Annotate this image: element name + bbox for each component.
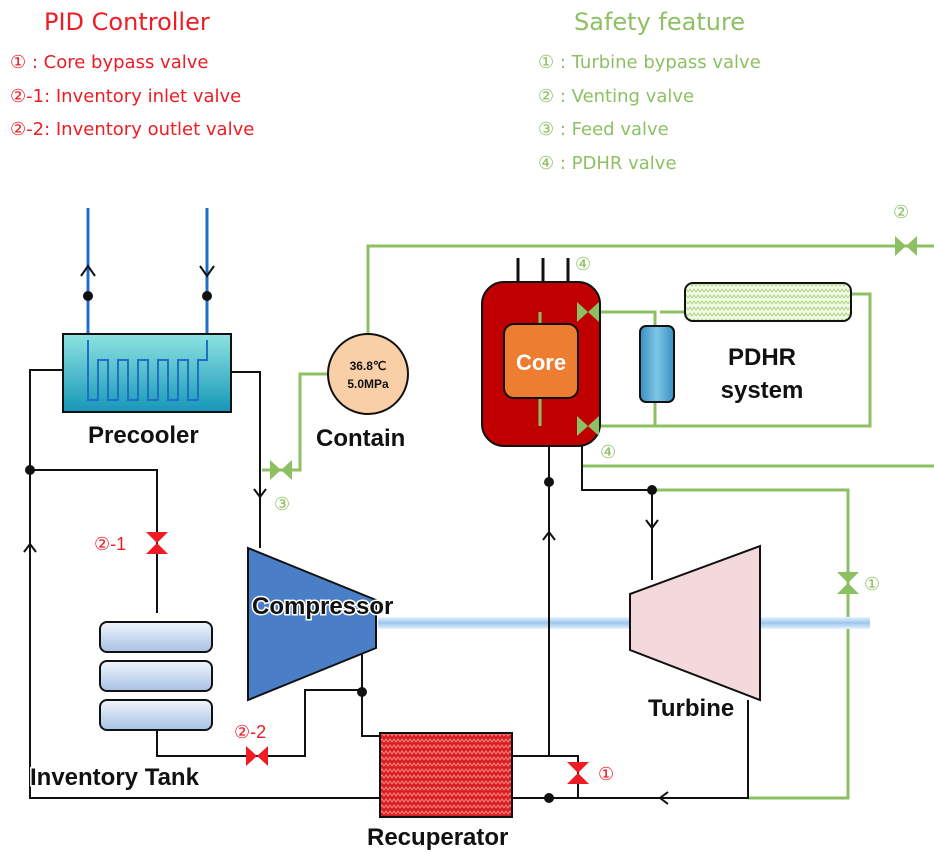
contain-label: Contain [316,425,405,452]
pid-legend-item: ②-1: Inventory inlet valve [10,86,241,107]
precooler: Precooler [62,208,232,451]
recuperator: Recuperator [366,732,513,852]
compressor-label: Compressor [252,593,393,620]
safety-legend-item: ① : Turbine bypass valve [538,52,761,73]
contain-temperature: 36.8℃ [350,359,387,373]
inventory-tank: Inventory Tank [29,621,213,793]
pdhr-valve-bottom[interactable]: ④ [577,416,616,462]
pdhr-label-line1: PDHR [728,344,796,371]
pdhr-valve-top[interactable]: ④ [575,254,599,322]
feed-valve[interactable]: ③ [270,460,292,514]
containment: 36.8℃ 5.0MPa Contain [315,333,409,454]
turbine-label: Turbine [648,695,734,722]
turbine: Turbine [629,544,761,724]
svg-text:②-1: ②-1 [94,534,126,554]
inventory-outlet-valve[interactable]: ②-2 [234,722,268,766]
svg-text:②-2: ②-2 [234,722,266,742]
reactor-core: Core [481,258,601,447]
contain-pressure: 5.0MPa [347,377,389,391]
core-bypass-valve[interactable]: ① [567,762,614,784]
svg-text:④: ④ [600,442,616,462]
pid-controller-legend: PID Controller ① : Core bypass valve ②-1… [10,8,254,140]
safety-legend-item: ④ : PDHR valve [538,153,677,174]
precooler-label: Precooler [88,422,199,449]
pdhr-label-line2: system [721,377,804,404]
pid-legend-title: PID Controller [44,8,210,36]
svg-text:①: ① [864,574,880,594]
recuperator-label: Recuperator [367,824,508,851]
compressor: Compressor [247,546,395,702]
svg-text:①: ① [598,764,614,784]
safety-legend-title: Safety feature [574,8,745,36]
inventory-inlet-valve[interactable]: ②-1 [94,532,168,554]
safety-feature-legend: Safety feature ① : Turbine bypass valve … [538,8,761,174]
pdhr-system: PDHR system [639,282,852,406]
inventory-tank-label: Inventory Tank [30,764,200,791]
safety-legend-item: ③ : Feed valve [538,119,669,140]
svg-text:④: ④ [575,254,591,274]
shaft [378,617,870,629]
svg-text:②: ② [893,202,909,222]
venting-valve[interactable]: ② [893,202,917,256]
safety-legend-item: ② : Venting valve [538,86,694,107]
pid-legend-item: ②-2: Inventory outlet valve [10,119,254,140]
svg-text:③: ③ [274,494,290,514]
turbine-bypass-valve[interactable]: ① [837,572,880,594]
pid-legend-item: ① : Core bypass valve [10,52,208,73]
core-label: Core [516,350,566,375]
process-pipes [23,369,749,805]
